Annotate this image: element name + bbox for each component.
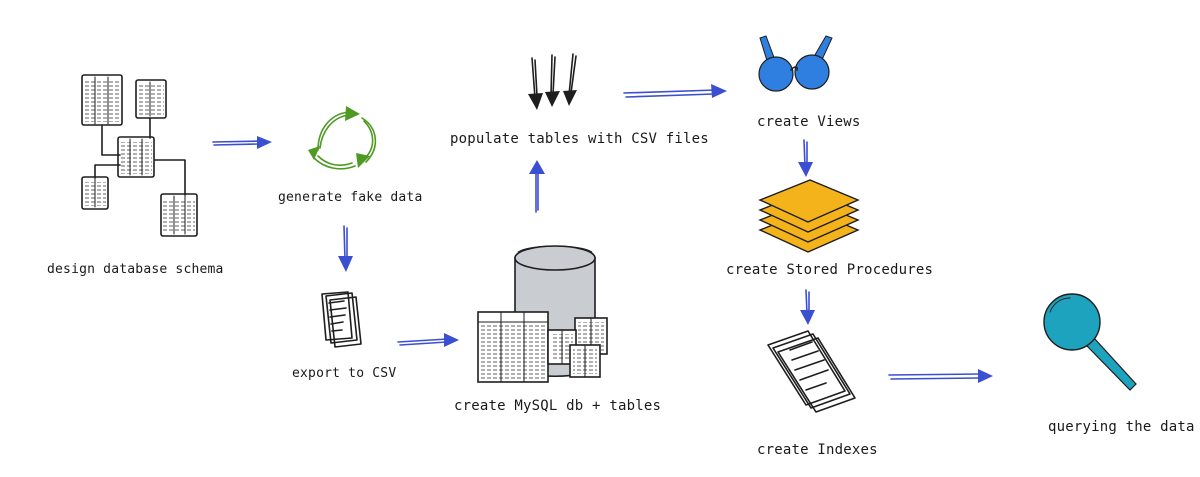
label-create-procedures: create Stored Procedures — [726, 262, 934, 278]
arrow-generate-to-export — [338, 225, 353, 272]
label-create-indexes: create Indexes — [757, 442, 878, 458]
database-cylinder-icon — [477, 245, 608, 383]
label-generate-data: generate fake data — [278, 190, 423, 205]
arrow-views-to-procedures — [798, 139, 813, 177]
label-create-views: create Views — [757, 114, 861, 130]
arrow-export-to-db — [397, 333, 459, 347]
flow-arrows — [212, 84, 993, 383]
arrow-populate-to-views — [623, 84, 727, 98]
label-design-schema: design database schema — [47, 262, 224, 277]
layers-stack-icon — [758, 179, 860, 253]
document-stack-icon — [321, 291, 362, 348]
glasses-icon — [758, 35, 833, 92]
label-querying: querying the data — [1048, 419, 1195, 435]
arrow-indexes-to-querying — [888, 369, 993, 383]
label-create-db: create MySQL db + tables — [454, 398, 662, 414]
schema-diagram-icon — [81, 74, 198, 237]
arrow-db-to-populate — [529, 160, 545, 213]
label-export-csv: export to CSV — [292, 366, 397, 381]
label-populate: populate tables with CSV files — [450, 131, 709, 147]
papers-stack-icon — [767, 330, 856, 413]
magnifier-icon — [1043, 293, 1137, 391]
recycle-arrows-icon — [308, 106, 377, 170]
arrow-schema-to-generate — [212, 136, 272, 149]
arrow-procedures-to-indexes — [800, 289, 815, 325]
down-arrows-icon — [528, 53, 577, 110]
